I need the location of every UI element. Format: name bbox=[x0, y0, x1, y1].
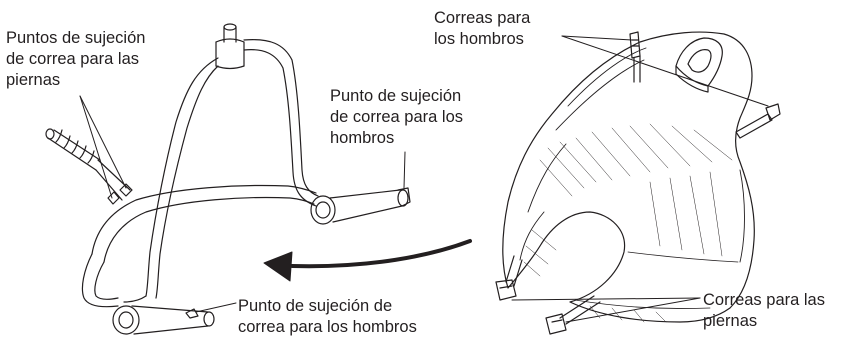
leader-lines-left bbox=[79, 95, 406, 313]
handle-grip bbox=[45, 128, 131, 201]
label-leg-attachment-points: Puntos de sujeción de correa para las pi… bbox=[6, 29, 146, 89]
direction-arrow bbox=[263, 239, 472, 282]
label-leg-straps: Correas para las piernas bbox=[703, 291, 825, 330]
sling bbox=[502, 31, 755, 323]
lift-frame bbox=[81, 23, 411, 335]
label-shoulder-attachment-point-top: Punto de sujeción de correa para los hom… bbox=[330, 87, 463, 147]
shoulder-straps bbox=[629, 31, 781, 139]
leader-lines-right bbox=[511, 35, 769, 323]
leg-straps bbox=[495, 255, 601, 335]
label-shoulder-attachment-point-bottom: Punto de sujeción de correa para los hom… bbox=[238, 297, 417, 336]
label-shoulder-straps: Correas para los hombros bbox=[434, 9, 531, 48]
